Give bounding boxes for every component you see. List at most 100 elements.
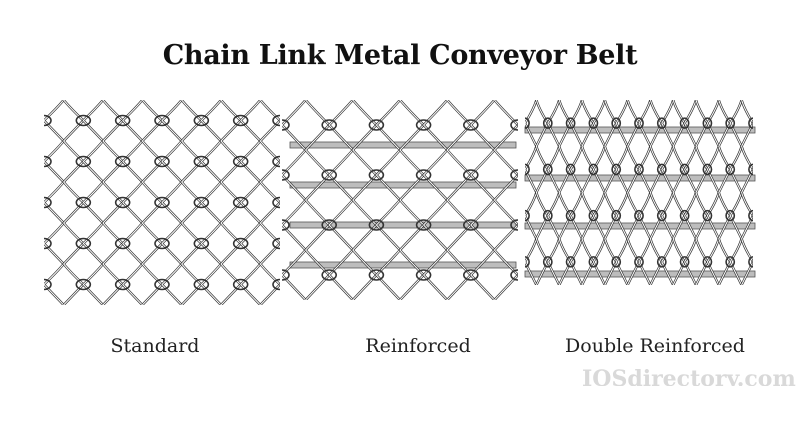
wire-link-loop bbox=[725, 163, 736, 176]
wire-link-loop bbox=[44, 155, 52, 168]
wire-link-loop bbox=[193, 155, 210, 168]
wire-link-loop bbox=[368, 169, 385, 181]
wire-link-loop bbox=[634, 163, 644, 176]
mesh-wire-fill bbox=[44, 100, 65, 305]
mesh-wire-fill bbox=[181, 100, 202, 305]
wire-link-loop bbox=[463, 269, 479, 281]
wire-link-loop bbox=[272, 114, 280, 127]
wire-link-loop bbox=[272, 155, 280, 168]
wire-link-loop bbox=[748, 256, 753, 268]
label-double-reinforced: Double Reinforced bbox=[565, 335, 745, 357]
wire-link-loop bbox=[272, 237, 280, 250]
reinforcing-rod bbox=[289, 221, 517, 229]
reinforced-belt-mesh bbox=[282, 100, 518, 300]
mesh-wire-fill bbox=[352, 100, 377, 300]
wire-link-loop bbox=[542, 209, 553, 222]
mesh-wire-fill bbox=[259, 100, 280, 305]
wire-link-loop bbox=[321, 119, 338, 131]
reinforcing-rod bbox=[524, 222, 756, 230]
wire-link-loop bbox=[525, 256, 530, 268]
reinforcing-rod bbox=[289, 261, 517, 269]
wire-link-loop bbox=[656, 163, 667, 176]
wire-link-loop bbox=[702, 117, 713, 129]
wire-link-loop bbox=[75, 237, 92, 250]
wire-link-loop bbox=[510, 169, 518, 181]
reinforcing-rod bbox=[524, 270, 756, 278]
wire-link-loop bbox=[282, 219, 290, 231]
mesh-wire-outline bbox=[44, 118, 46, 287]
mesh-wire-fill bbox=[741, 100, 753, 285]
wire-link-loop bbox=[748, 163, 753, 176]
wire-link-loop bbox=[463, 219, 479, 231]
wire-link-loop bbox=[75, 155, 92, 168]
label-reinforced: Reinforced bbox=[365, 335, 471, 357]
mesh-wire-fill bbox=[558, 100, 572, 285]
wire-link-loop bbox=[725, 117, 736, 129]
wire-link-loop bbox=[193, 278, 210, 291]
wire-link-loop bbox=[679, 256, 690, 268]
mesh-wire-fill bbox=[695, 100, 708, 285]
wire-link-loop bbox=[748, 209, 753, 222]
wire-link-loop bbox=[232, 155, 249, 168]
mesh-wire-fill bbox=[82, 100, 104, 305]
wire-link-loop bbox=[510, 269, 518, 281]
wire-link-loop bbox=[44, 278, 52, 291]
wire-link-loop bbox=[748, 117, 753, 129]
wire-link-loop bbox=[702, 209, 713, 222]
mesh-wire-fill bbox=[672, 100, 686, 285]
reinforcing-rods bbox=[289, 141, 517, 269]
standard-belt-mesh bbox=[44, 100, 280, 305]
wire-link-loop bbox=[565, 163, 576, 176]
wire-link-loop bbox=[114, 237, 131, 250]
wire-link-loop bbox=[588, 209, 599, 222]
wire-link-loop bbox=[415, 119, 432, 131]
wire-link-loop bbox=[44, 196, 52, 209]
wire-link-loop bbox=[368, 119, 385, 131]
wire-link-loop bbox=[565, 209, 576, 222]
wire-link-loop bbox=[588, 117, 599, 129]
wire-link-loop bbox=[282, 269, 290, 281]
wire-link-loop bbox=[656, 117, 667, 129]
wire-link-loop bbox=[321, 219, 338, 231]
wire-link-loop bbox=[611, 256, 622, 268]
mesh-wire-fill bbox=[141, 100, 163, 305]
wire-link-loop bbox=[75, 196, 92, 209]
wire-link-loop bbox=[656, 256, 667, 268]
wire-link-loop bbox=[588, 256, 599, 268]
wire-link-loop bbox=[415, 169, 432, 181]
mesh-wire-fill bbox=[627, 100, 640, 285]
wire-link-loop bbox=[75, 114, 92, 127]
wire-link-loop bbox=[679, 163, 690, 176]
wire-link-loop bbox=[44, 114, 52, 127]
wire-link-loop bbox=[321, 269, 338, 281]
wire-link-loop bbox=[154, 196, 170, 209]
double-reinforced-belt-mesh bbox=[524, 100, 756, 285]
mesh-wire-fill bbox=[305, 100, 330, 300]
wire-link-loop bbox=[154, 114, 170, 127]
wire-link-loop bbox=[542, 256, 553, 268]
wire-link-loop bbox=[725, 209, 736, 222]
mesh-wire-fill bbox=[161, 100, 183, 305]
mesh-wire-fill bbox=[63, 100, 84, 305]
wire-link-loop bbox=[232, 114, 249, 127]
wire-link-loop bbox=[154, 237, 170, 250]
mesh-wire-fill bbox=[446, 100, 472, 300]
wire-link-loop bbox=[542, 163, 553, 176]
diagram-title: Chain Link Metal Conveyor Belt bbox=[162, 40, 638, 71]
wire-link-loop bbox=[679, 117, 690, 129]
reinforcing-rod bbox=[524, 174, 756, 182]
wire-link-loop bbox=[282, 169, 290, 181]
wire-link-loop bbox=[611, 163, 622, 176]
wire-link-loop bbox=[634, 256, 644, 268]
wire-link-loop bbox=[510, 219, 518, 231]
mesh-wire-fill bbox=[122, 100, 143, 305]
mesh-wire-fill bbox=[220, 100, 242, 305]
wire-link-loop bbox=[321, 169, 338, 181]
wire-link-loop bbox=[282, 119, 290, 131]
wire-link-loop bbox=[611, 117, 622, 129]
mesh-wire-fill bbox=[535, 100, 549, 285]
mesh-wire-fill bbox=[604, 100, 617, 285]
wire-link-loop bbox=[510, 119, 518, 131]
wire-link-loop bbox=[679, 209, 690, 222]
wire-link-loop bbox=[193, 237, 210, 250]
